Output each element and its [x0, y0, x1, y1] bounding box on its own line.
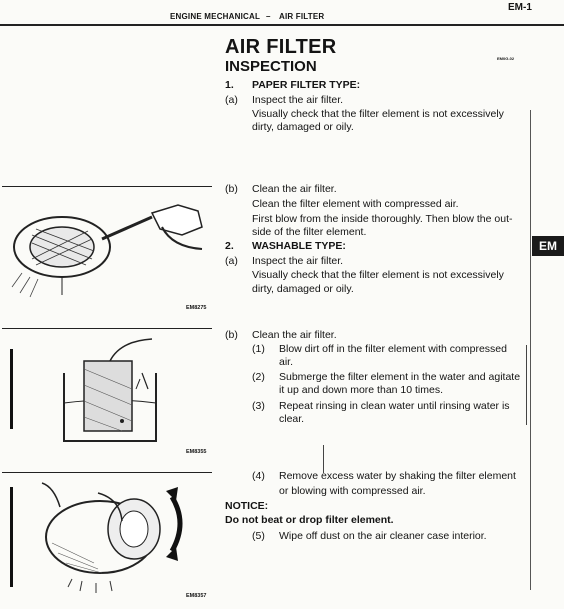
doc-code: EM0G-02 — [497, 56, 515, 61]
page-number: EM-1 — [508, 2, 532, 13]
figure-2-label: EM8355 — [186, 449, 207, 455]
step-b2-letter: (b) — [225, 329, 238, 341]
substep-3-line2: clear. — [279, 413, 305, 425]
substep-2-line1: Submerge the filter element in the water… — [279, 371, 521, 383]
step-a2-letter: (a) — [225, 255, 238, 267]
figure-rinse: EM8355 — [2, 328, 212, 459]
filter-rinse-illustration — [63, 338, 157, 442]
figure-air-blow: EM8275 — [2, 186, 212, 315]
section-tab: EM — [532, 236, 564, 256]
header-rule — [0, 24, 564, 26]
substep-3-line1: Repeat rinsing in clean water until rins… — [279, 400, 510, 412]
step-b1-letter: (b) — [225, 183, 238, 195]
figure-1-label: EM8275 — [186, 305, 207, 311]
filter-shake-illustration — [41, 482, 183, 593]
section-2-title: WASHABLE TYPE: — [252, 240, 346, 252]
notice-label: NOTICE: — [225, 500, 269, 512]
page-title: AIR FILTER — [225, 36, 337, 58]
figure-shake: EM8357 — [2, 472, 212, 603]
header-section: ENGINE MECHANICAL — [170, 12, 261, 21]
notice-text: Do not beat or drop filter element. — [225, 514, 394, 526]
step-b2-title: Clean the air filter. — [252, 329, 337, 341]
substep-2-line2: it up and down more than 10 times. — [279, 384, 444, 396]
substep-1-number: (1) — [252, 343, 265, 355]
step-a2-line2: dirty, damaged or oily. — [252, 283, 354, 295]
header-topic: AIR FILTER — [279, 12, 325, 21]
section-1-title: PAPER FILTER TYPE: — [252, 79, 361, 91]
margin-bar — [10, 349, 13, 429]
air-filter-blow-illustration — [11, 204, 203, 298]
section-1-number: 1. — [225, 79, 234, 91]
substep-5-number: (5) — [252, 530, 265, 542]
step-a1-title: Inspect the air filter. — [252, 94, 344, 106]
section-2-number: 2. — [225, 240, 234, 252]
substep-4-number: (4) — [252, 470, 265, 482]
substep-1-line2: air. — [279, 356, 294, 368]
step-b1-line3: side of the filter element. — [252, 226, 367, 238]
step-a2-line1: Visually check that the filter element i… — [252, 269, 504, 281]
substep-2-number: (2) — [252, 371, 265, 383]
substep-4-line2: or blowing with compressed air. — [279, 485, 426, 497]
header-separator: – — [266, 12, 271, 21]
margin-bar — [10, 487, 13, 587]
step-a2-title: Inspect the air filter. — [252, 255, 344, 267]
substep-4-line1: Remove excess water by shaking the filte… — [279, 470, 516, 482]
step-a1-letter: (a) — [225, 94, 238, 106]
margin-bracket — [323, 445, 324, 473]
right-margin-rule — [530, 110, 531, 590]
substep-1-line1: Blow dirt off in the filter element with… — [279, 343, 507, 355]
step-a1-line2: dirty, damaged or oily. — [252, 121, 354, 133]
step-b1-line1: Clean the filter element with compressed… — [252, 198, 459, 210]
page-subtitle: INSPECTION — [225, 58, 317, 75]
substep-3-number: (3) — [252, 400, 265, 412]
step-a1-line1: Visually check that the filter element i… — [252, 108, 504, 120]
step-b1-line2: First blow from the inside thoroughly. T… — [252, 213, 513, 225]
step-b1-title: Clean the air filter. — [252, 183, 337, 195]
substep-5-line1: Wipe off dust on the air cleaner case in… — [279, 530, 487, 542]
figure-3-label: EM8357 — [186, 593, 207, 599]
margin-bracket — [526, 345, 527, 425]
